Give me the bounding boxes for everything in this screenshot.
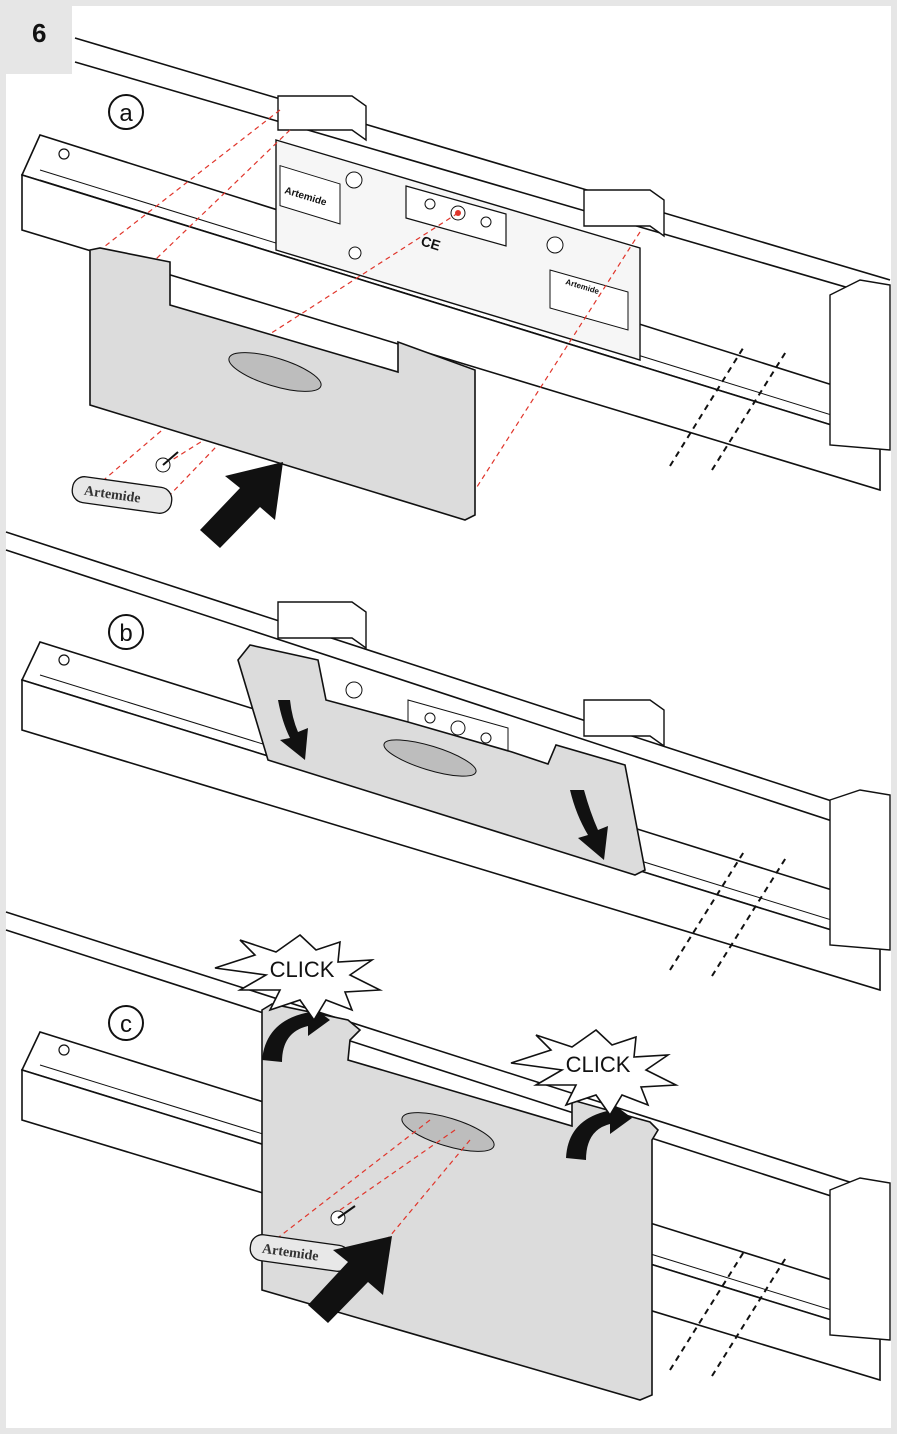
click-burst-left xyxy=(214,933,384,1022)
click-label-right: CLICK xyxy=(566,1052,631,1077)
curved-arrow-right xyxy=(566,1100,632,1160)
down-arrow-right xyxy=(570,790,608,860)
end-block xyxy=(829,279,891,451)
clip-right xyxy=(583,189,665,238)
panel-b-badge xyxy=(108,614,144,650)
clip-right-b xyxy=(583,699,665,748)
panel-c-letter: c xyxy=(120,1011,132,1038)
click-label-left: CLICK xyxy=(270,957,335,982)
device-body xyxy=(275,139,641,361)
panel-a-badge xyxy=(108,94,144,130)
clip-left-b xyxy=(277,601,367,650)
panel-c-badge xyxy=(108,1005,144,1041)
panel-c: Artemide CLICK CLICK c xyxy=(5,911,891,1401)
wire-rail-top-lower xyxy=(74,61,891,301)
panel-b: b xyxy=(5,531,891,992)
push-arrow-c xyxy=(308,1236,392,1323)
click-burst-right xyxy=(510,1028,680,1117)
panel-a: Artemide Artemide CE xyxy=(20,37,891,548)
push-arrow-a xyxy=(200,462,283,548)
cover-a-slot xyxy=(228,352,322,392)
wire-rail-top xyxy=(74,37,891,281)
panel-b-letter: b xyxy=(119,620,132,647)
end-screw xyxy=(58,148,70,160)
step-number: 6 xyxy=(32,18,47,48)
svg-text:CE: CE xyxy=(419,233,442,254)
down-arrow-left xyxy=(278,700,308,760)
logo-plate-a xyxy=(71,476,173,514)
clip-left xyxy=(277,95,367,142)
step-badge: 6 xyxy=(6,6,72,74)
panel-a-letter: a xyxy=(119,100,133,127)
